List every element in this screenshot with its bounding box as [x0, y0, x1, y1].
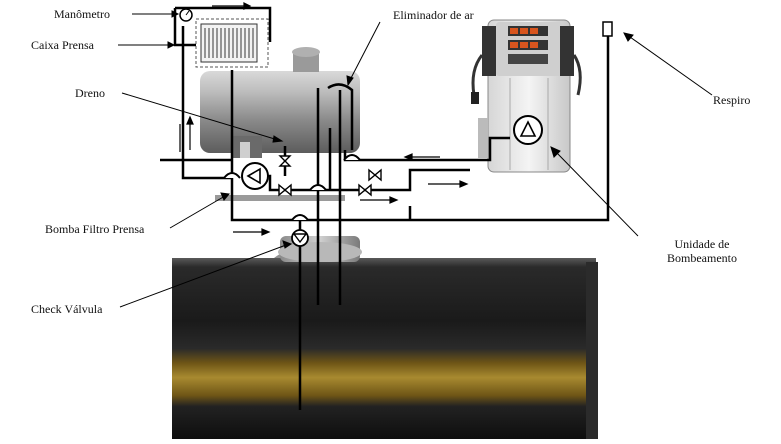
label-respiro: Respiro	[713, 93, 751, 107]
flow-arrows	[179, 2, 469, 236]
pumping-unit	[471, 19, 582, 173]
label-caixa-prensa: Caixa Prensa	[31, 38, 94, 52]
valves	[278, 155, 382, 197]
drain-valve	[278, 155, 292, 167]
leader-lines	[118, 10, 713, 308]
valve-1	[278, 183, 292, 197]
underground-tank	[172, 236, 598, 439]
filter-press-pump-symbol	[241, 162, 269, 190]
label-manometro: Manômetro	[54, 7, 110, 21]
check-valve-symbol	[291, 229, 309, 247]
filter-press-box	[195, 18, 269, 68]
valve-3	[368, 168, 382, 182]
pipe-crossovers	[223, 154, 361, 221]
pipe-to-pumping-unit	[343, 136, 510, 162]
pipe-left-riser	[181, 26, 232, 180]
label-unidade-de-bombeamento: Unidade de Bombeamento	[667, 237, 737, 265]
pipe-bottom-manifold	[255, 168, 470, 192]
pipe-top-loop	[175, 6, 272, 42]
label-bomba-filtro-prensa: Bomba Filtro Prensa	[45, 222, 145, 236]
pipe-eliminator-loop	[327, 83, 354, 150]
manometer-gauge	[179, 8, 193, 22]
label-eliminador-de-ar: Eliminador de ar	[393, 8, 474, 22]
air-eliminator-tank	[200, 47, 360, 201]
pipe-vent	[300, 34, 610, 222]
pipe-pump-to-tank	[230, 196, 300, 222]
vent-cap	[602, 21, 613, 37]
label-dreno: Dreno	[75, 86, 105, 100]
valve-2	[358, 183, 372, 197]
pumping-unit-pump-symbol	[513, 115, 543, 145]
label-check-valvula: Check Válvula	[31, 302, 103, 316]
